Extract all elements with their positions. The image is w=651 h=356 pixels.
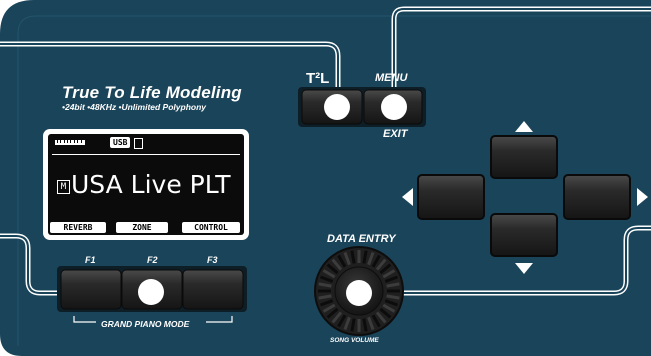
knob-ridge — [337, 314, 347, 328]
callout-dot-f2 — [138, 279, 164, 305]
knob-ridge — [350, 250, 356, 264]
f3-button[interactable] — [182, 269, 244, 310]
knob-ridge — [322, 269, 336, 279]
lcd-display: USB M USA Live PLT REVERB ZONE CONTROL — [43, 129, 249, 240]
panel-bevel — [17, 15, 651, 346]
knob-ridge — [318, 282, 332, 288]
menu-button-label: MENU — [375, 72, 408, 84]
knob-ridge — [362, 250, 368, 264]
arrow-left-icon — [402, 188, 413, 206]
knob-ridge — [382, 303, 396, 313]
brand-title: True To Life Modeling — [62, 83, 242, 102]
mode-marker-icon: M — [57, 180, 70, 194]
usb-storage-icon — [134, 138, 143, 149]
knob-ridge — [331, 311, 343, 324]
knob-ridge — [331, 258, 343, 271]
keyboard-icon — [55, 140, 85, 145]
lcd-divider — [52, 154, 240, 155]
lcd-screen: USB M USA Live PLT REVERB ZONE CONTROL — [48, 134, 244, 235]
knob-ridge — [384, 299, 399, 307]
f1-button[interactable] — [60, 269, 122, 310]
knob-ridge — [319, 299, 334, 307]
knob-ridge — [362, 318, 368, 332]
knob-ridge — [384, 275, 399, 283]
knob-ridge — [375, 258, 387, 271]
f3-label: F3 — [207, 255, 218, 265]
knob-ridge — [379, 263, 392, 275]
knob-ridge — [350, 318, 356, 332]
f2-label: F2 — [147, 255, 158, 265]
arrow-up-icon — [515, 121, 533, 132]
knob-ridge — [326, 263, 339, 275]
arrow-right-icon — [637, 188, 648, 206]
exit-button-label: EXIT — [383, 128, 408, 140]
callout-dot-data-entry — [346, 280, 372, 306]
knob-ridge — [322, 303, 336, 313]
knob-ridge — [318, 294, 332, 300]
grand-piano-mode-label: GRAND PIANO MODE — [101, 319, 190, 329]
sound-name: USA Live PLT — [71, 170, 231, 199]
song-volume-label: SONG VOLUME — [330, 337, 379, 344]
knob-ridge — [337, 254, 347, 268]
arrow-down-icon — [515, 263, 533, 274]
tl-button-label: T²L — [306, 70, 330, 87]
knob-ridge — [319, 275, 334, 283]
knob-ridge — [326, 307, 339, 319]
knob-ridge — [382, 269, 396, 279]
up-button[interactable] — [490, 135, 558, 179]
knob-ridge — [379, 307, 392, 319]
softkey-reverb: REVERB — [50, 222, 106, 233]
softkey-zone: ZONE — [116, 222, 168, 233]
knob-ridge — [367, 251, 375, 266]
brand-subtitle: •24bit •48KHz •Unlimited Polyphony — [62, 102, 207, 112]
knob-ridge — [371, 254, 381, 268]
knob-ridge — [343, 316, 351, 331]
f1-label: F1 — [85, 255, 96, 265]
softkey-control: CONTROL — [182, 222, 240, 233]
left-button[interactable] — [417, 174, 485, 220]
grand-piano-bracket — [73, 316, 233, 323]
right-button[interactable] — [563, 174, 631, 220]
knob-ridge — [375, 311, 387, 324]
callout-dot-menu — [381, 94, 407, 120]
data-entry-label: DATA ENTRY — [327, 233, 396, 245]
down-button[interactable] — [490, 213, 558, 257]
callout-dot-tl — [324, 94, 350, 120]
knob-ridge — [367, 316, 375, 331]
knob-grip — [318, 250, 400, 332]
knob-ridge — [371, 314, 381, 328]
knob-ridge — [343, 251, 351, 266]
knob-ridge — [386, 282, 400, 288]
usb-indicator: USB — [110, 137, 131, 148]
knob-ridge — [386, 294, 400, 300]
